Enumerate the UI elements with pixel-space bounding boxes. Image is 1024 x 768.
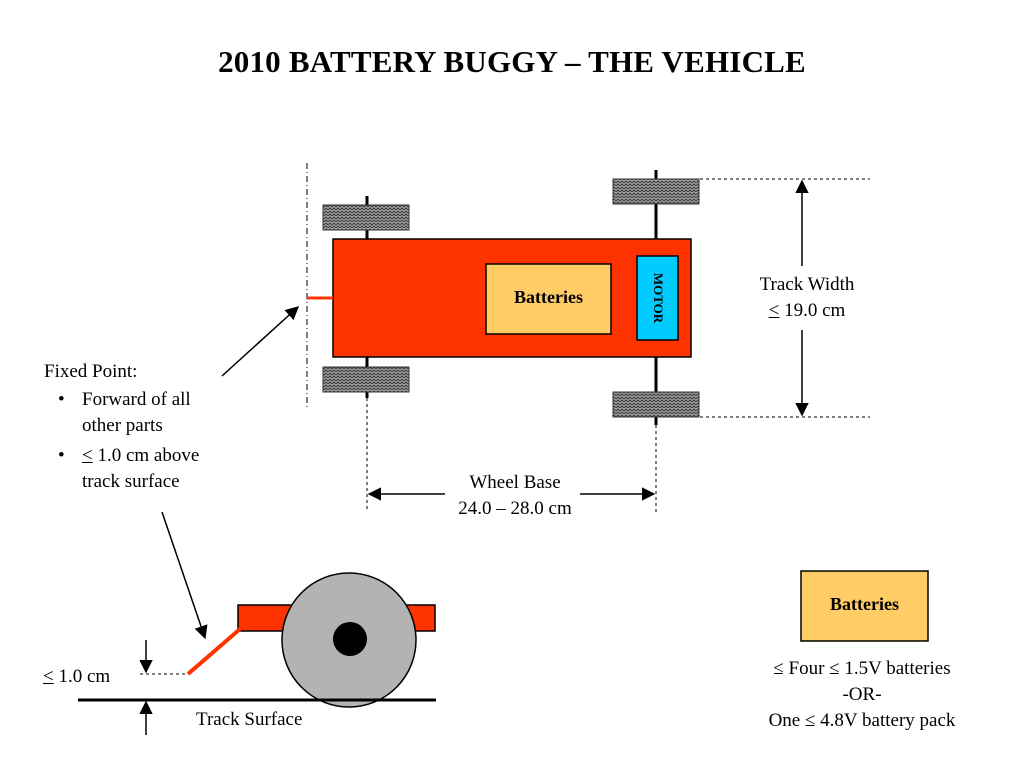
fixed-point-leader-side: [161, 511, 208, 640]
motor-box: [636, 255, 679, 341]
fixed-point-side-stub: [186, 627, 242, 676]
rear-left-tire: [612, 178, 700, 205]
battery-requirement-four: ≤ Four ≤ 1.5V batteries: [773, 658, 951, 679]
front-left-tire: [322, 204, 410, 231]
wheel-base-value: 24.0 – 28.0 cm: [458, 498, 572, 519]
batteries-label: Batteries: [514, 287, 583, 307]
wheel-base-label: Wheel Base 24.0 – 28.0 cm: [440, 470, 590, 522]
fixed-point-bullet-forward: Forward of all other parts: [44, 387, 222, 439]
height-symbol: <: [43, 666, 54, 687]
batteries-legend-label: Batteries: [830, 594, 899, 614]
wheel-base-title: Wheel Base: [469, 472, 561, 493]
battery-requirement-or: -OR-: [842, 684, 882, 705]
track-width-title: Track Width: [759, 274, 855, 295]
track-width-amount: 19.0 cm: [779, 300, 846, 321]
battery-requirements: ≤ Four ≤ 1.5V batteries -OR- One ≤ 4.8V …: [740, 656, 984, 734]
motor-label-wrapper: MOTOR: [644, 259, 672, 337]
rear-right-tire: [612, 391, 700, 418]
fixed-point-bullet-forward-text: Forward of all other parts: [82, 389, 191, 436]
track-surface-label: Track Surface: [196, 709, 303, 730]
fixed-point-leader-top: [221, 306, 299, 377]
track-width-label: Track Width < 19.0 cm: [742, 272, 872, 324]
fixed-point-bullet-height-symbol: <: [82, 445, 93, 466]
fixed-point-heading: Fixed Point:: [44, 361, 138, 382]
fixed-point-bullet-height-text: 1.0 cm above track surface: [82, 445, 200, 492]
page-title: 2010 BATTERY BUGGY – THE VEHICLE: [218, 44, 806, 79]
height-label: < 1.0 cm: [43, 664, 110, 690]
height-value: 1.0 cm: [53, 666, 111, 687]
fixed-point-bullets: Forward of all other parts < 1.0 cm abov…: [44, 387, 244, 495]
track-width-symbol: <: [768, 300, 780, 321]
motor-label: MOTOR: [651, 272, 666, 324]
batteries-legend-box: [800, 570, 929, 642]
fixed-point-bullet-height: < 1.0 cm above track surface: [44, 443, 232, 495]
battery-requirement-pack: One ≤ 4.8V battery pack: [768, 710, 956, 731]
batteries-box: [485, 263, 612, 335]
fixed-point-callout: Fixed Point: Forward of all other parts …: [44, 359, 244, 495]
wheel-hub: [333, 622, 367, 656]
front-right-tire: [322, 366, 410, 393]
track-width-value: < 19.0 cm: [742, 298, 872, 324]
